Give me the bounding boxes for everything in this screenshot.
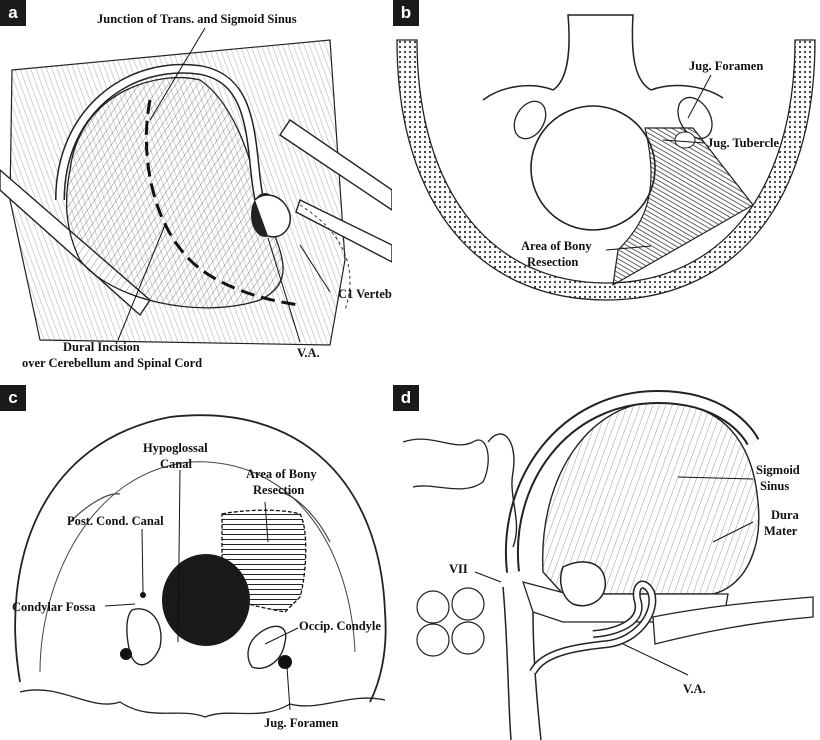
label-dura-2: Mater [764, 524, 798, 538]
leader-c1 [299, 244, 331, 293]
label-condylar-fossa: Condylar Fossa [12, 600, 96, 614]
panel-tag-d: d [393, 385, 419, 411]
jugular-foramen-right-c [278, 655, 292, 669]
vertebral-artery-loop-inner [530, 582, 655, 674]
cerebellum-dura [65, 77, 284, 309]
label-vii: VII [449, 562, 468, 576]
panel-b-illustration: Jug. Foramen Jug. Tubercle Area of Bony … [396, 14, 816, 301]
retractor-right-lower [295, 199, 392, 263]
foramen-magnum [530, 105, 656, 231]
label-va-d: V.A. [683, 682, 706, 696]
cranial-nerves [402, 438, 489, 490]
leader-bony-resection-c [264, 501, 269, 543]
foramen-magnum-c [162, 554, 250, 646]
panel-b: Jug. Foramen Jug. Tubercle Area of Bony … [393, 0, 820, 370]
inner-skull-contour [39, 461, 356, 673]
occipital-condyle-left [126, 608, 162, 666]
label-dural-incision-2: over Cerebellum and Spinal Cord [22, 356, 202, 370]
skull-bone-rim [396, 39, 816, 301]
label-dura-1: Dura [771, 508, 800, 522]
leader-junction [149, 27, 206, 121]
panel-c: Hypoglossal Canal Area of Bony Resection… [0, 382, 392, 740]
jugular-tubercle [674, 131, 696, 149]
c1-arch [254, 194, 291, 238]
panel-d: Sigmoid Sinus Dura Mater VII V.A. d [393, 382, 820, 740]
leader-sigmoid-sinus [677, 476, 754, 480]
panel-d-illustration: Sigmoid Sinus Dura Mater VII V.A. [402, 389, 814, 740]
label-bony-resection-2: Resection [527, 255, 578, 269]
post-cond-canal-dot [140, 592, 146, 598]
brainstem-edge [487, 433, 518, 548]
label-dural-incision-1: Dural Incision [63, 340, 140, 354]
leader-va [267, 237, 301, 343]
leader-condylar-fossa [104, 603, 136, 607]
label-sigmoid-2: Sinus [760, 479, 789, 493]
sigmoid-sinus-inner-d [506, 391, 758, 573]
area-bony-resection [612, 127, 754, 287]
leader-bony-resection [605, 245, 652, 251]
label-bony-resection-c-1: Area of Bony [246, 467, 317, 481]
label-jug-foramen: Jug. Foramen [689, 59, 763, 73]
leader-post-cond [141, 528, 144, 593]
panel-a-illustration: Junction of Trans. and Sigmoid Sinus C1 … [0, 12, 392, 370]
label-occip-condyle: Occip. Condyle [299, 619, 381, 633]
label-c1-vertebra: C1 Vertebra [338, 287, 392, 301]
teeth-row [19, 689, 386, 718]
retractor-right [279, 119, 392, 211]
sigmoid-sinus-inner [56, 65, 277, 229]
petrous-ridges [482, 84, 724, 101]
skull-outline [14, 414, 387, 703]
leader-vii [474, 571, 502, 583]
label-sigmoid-1: Sigmoid [756, 463, 800, 477]
panel-tag-c: c [0, 385, 26, 411]
leader-va-d [622, 643, 689, 676]
leader-jug-foramen [687, 74, 712, 119]
leader-jug-tubercle [662, 139, 706, 144]
panel-c-illustration: Hypoglossal Canal Area of Bony Resection… [12, 414, 387, 730]
c1-bone-piece [560, 561, 606, 607]
c1-vertebra-outline [299, 204, 351, 311]
clivus [552, 14, 652, 91]
jugular-foramen-left-c [120, 648, 132, 660]
mastoid-air-cells [416, 587, 485, 657]
label-va: V.A. [297, 346, 320, 360]
leader-occip-condyle [264, 627, 299, 645]
dura-mater-sac [542, 401, 760, 595]
panel-a: Junction of Trans. and Sigmoid Sinus C1 … [0, 0, 392, 370]
leader-dura-mater [712, 521, 754, 543]
dural-incision-line [144, 99, 301, 307]
label-junction: Junction of Trans. and Sigmoid Sinus [97, 12, 297, 26]
label-bony-resection-1: Area of Bony [521, 239, 592, 253]
nuchal-lines [69, 491, 331, 543]
panel-tag-b: b [393, 0, 419, 26]
posterior-arch [652, 596, 814, 645]
occipital-condyle-right [247, 625, 287, 669]
label-bony-resection-c-2: Resection [253, 483, 304, 497]
leader-jug-foramen-c [286, 666, 291, 711]
leader-hypoglossal [177, 469, 181, 643]
panel-tag-a: a [0, 0, 26, 26]
jugular-foramen-left [513, 100, 547, 140]
label-hypoglossal-1: Hypoglossal [143, 441, 208, 455]
label-jug-tubercle: Jug. Tubercle [707, 136, 779, 150]
label-hypoglossal-2: Canal [160, 457, 192, 471]
label-post-cond-canal: Post. Cond. Canal [67, 514, 164, 528]
spinal-cord [502, 586, 542, 740]
label-jug-foramen-c: Jug. Foramen [264, 716, 338, 730]
leader-dural [117, 224, 166, 341]
